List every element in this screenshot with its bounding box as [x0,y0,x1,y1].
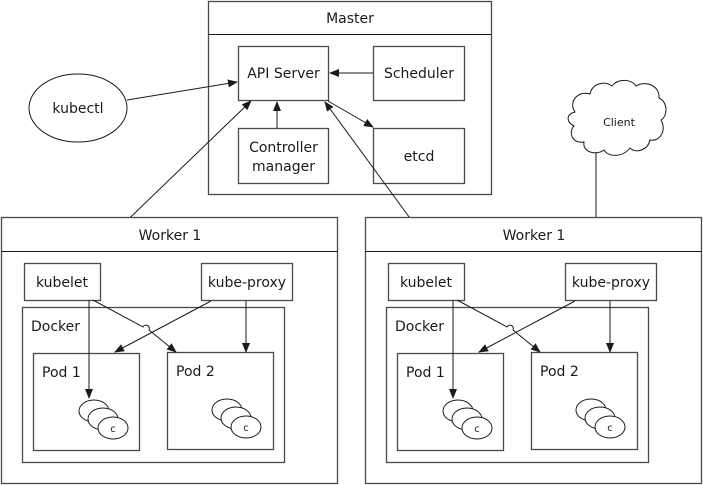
etcd-label: etcd [404,149,435,165]
container-label: c [110,424,116,435]
worker-node-right: Worker 1 kubelet kube-proxy Docker Pod 1… [364,216,703,485]
pod-2[interactable]: Pod 2 c [530,351,639,451]
pod-1[interactable]: Pod 1 c [396,352,505,452]
container-stack: c [575,398,626,439]
worker-title: Worker 1 [139,228,202,244]
kube-proxy-to-pod1-arrow [114,300,212,353]
controller-manager-label-line1: Controller [249,140,318,156]
kubelet-label: kubelet [36,275,89,291]
kubectl-label: kubectl [52,101,103,117]
api-server[interactable]: API Server [237,45,330,102]
pod-2-label: Pod 2 [540,364,579,380]
kubelet-label: kubelet [400,275,453,291]
pod-2[interactable]: Pod 2 c [166,351,275,451]
kubectl-to-api-arrow [126,79,238,101]
worker-title: Worker 1 [503,228,566,244]
kubelet[interactable]: kubelet [387,262,466,302]
etcd[interactable]: etcd [372,127,466,185]
container-stack: c [78,399,129,440]
pod-2-label: Pod 2 [176,364,215,380]
docker-label: Docker [395,319,444,335]
container-label: c [607,423,613,434]
kube-proxy-label: kube-proxy [208,275,286,291]
kubelet-to-pod2-arrow [456,299,541,353]
master-title: Master [326,11,374,27]
kube-proxy-label: kube-proxy [572,275,650,291]
kubelet-to-pod2-arrow [92,299,177,353]
docker-label: Docker [31,319,80,335]
kube-proxy[interactable]: kube-proxy [564,262,658,302]
pod-1[interactable]: Pod 1 c [32,352,141,452]
controller-manager[interactable]: Controller manager [237,127,330,185]
client-label: Client [603,116,636,129]
container-stack: c [211,398,262,439]
controller-manager-label-line2: manager [252,159,315,175]
master-node: Master API Server Scheduler Controller m… [207,0,493,196]
kube-proxy-to-pod1-arrow [478,300,576,353]
api-server-label: API Server [247,66,320,82]
pod-1-label: Pod 1 [406,365,445,381]
kube-proxy[interactable]: kube-proxy [200,262,294,302]
container-stack: c [442,399,493,440]
kubelet[interactable]: kubelet [23,262,102,302]
container-label: c [474,424,480,435]
client[interactable]: Client [567,79,667,156]
pod-1-label: Pod 1 [42,365,81,381]
container-label: c [243,423,249,434]
worker-node-left: Worker 1 kubelet kube-proxy Docker Pod 1… [0,216,339,485]
scheduler[interactable]: Scheduler [372,45,466,102]
kubectl[interactable]: kubectl [28,73,128,143]
scheduler-label: Scheduler [384,66,454,82]
